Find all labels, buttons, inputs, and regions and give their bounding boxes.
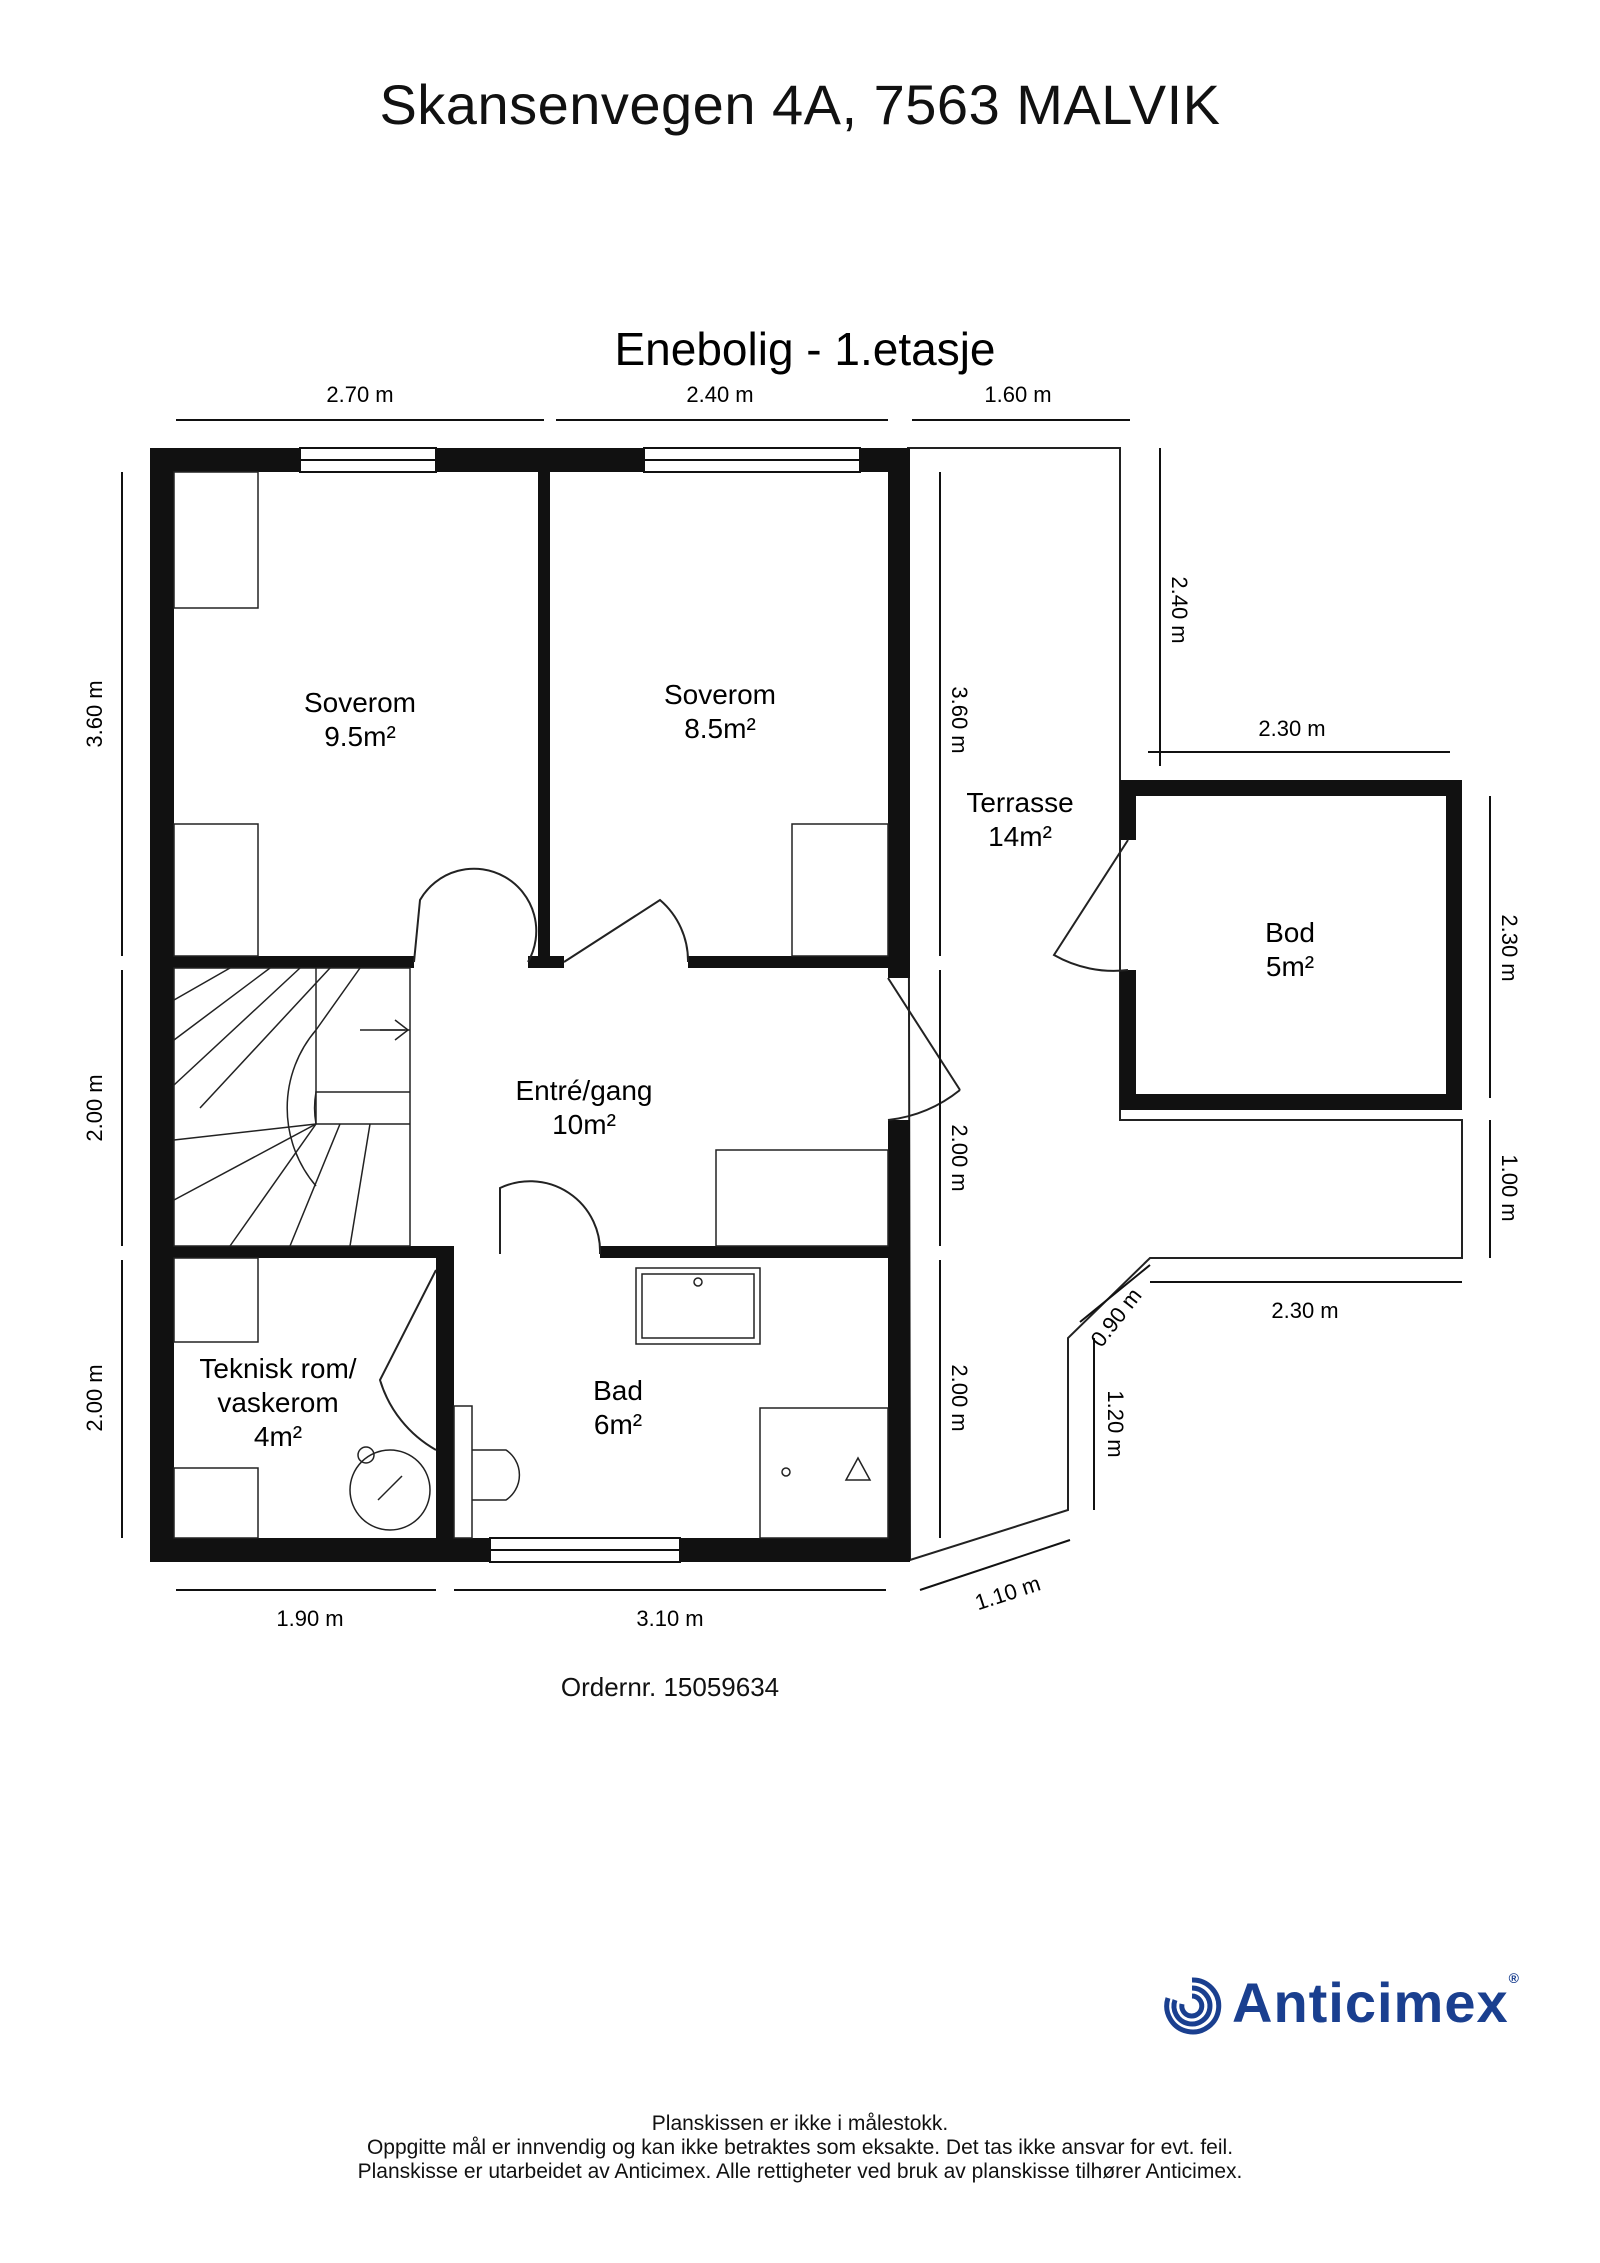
room-labels: Soverom 9.5m² Soverom 8.5m² Terrasse 14m… — [199, 679, 1314, 1452]
dim-label: 2.00 m — [82, 1364, 107, 1431]
brand-name: Anticimex — [1232, 1971, 1509, 2034]
dim-label: 2.30 m — [1497, 914, 1522, 981]
dim-label: 2.30 m — [1271, 1298, 1338, 1323]
anticimex-swirl-icon — [1164, 1977, 1222, 2035]
brand-reg: ® — [1508, 1970, 1520, 1986]
room-name: Terrasse — [966, 787, 1073, 818]
dim-label: 2.00 m — [947, 1124, 972, 1191]
dim-label: 2.00 m — [82, 1074, 107, 1141]
room-area: 14m² — [988, 821, 1052, 852]
furniture — [173, 471, 889, 1539]
disclaimer-footer: Planskissen er ikke i målestokk. Oppgitt… — [0, 2112, 1600, 2184]
footer-line: Planskisse er utarbeidet av Anticimex. A… — [357, 2160, 1243, 2183]
floor-title: Enebolig - 1.etasje — [614, 323, 995, 375]
room-name: Entré/gang — [516, 1075, 653, 1106]
room-area: 4m² — [254, 1421, 302, 1452]
room-area: 5m² — [1266, 951, 1314, 982]
dim-label: 3.60 m — [947, 686, 972, 753]
dim-label: 3.60 m — [82, 680, 107, 747]
doors — [378, 839, 1129, 1451]
dim-label: 2.30 m — [1258, 716, 1325, 741]
room-name: Soverom — [664, 679, 776, 710]
room-area: 6m² — [594, 1409, 642, 1440]
room-area: 9.5m² — [324, 721, 396, 752]
dim-label: 1.00 m — [1497, 1154, 1522, 1221]
room-area: 10m² — [552, 1109, 616, 1140]
dimension-lines — [121, 419, 1491, 1591]
stairs — [173, 967, 411, 1247]
dim-label: 2.40 m — [686, 382, 753, 407]
windows — [299, 447, 861, 1563]
room-name: Soverom — [304, 687, 416, 718]
room-area: 8.5m² — [684, 713, 756, 744]
order-number: Ordernr. 15059634 — [560, 1672, 780, 1702]
room-name: Teknisk rom/ — [199, 1353, 356, 1384]
dim-label: 1.60 m — [984, 382, 1051, 407]
footer-line: Oppgitte mål er innvendig og kan ikke be… — [366, 2136, 1234, 2159]
footer-line: Planskissen er ikke i målestokk. — [651, 2112, 949, 2135]
bod-walls — [1120, 780, 1462, 1110]
dim-label: 1.90 m — [276, 1606, 343, 1631]
dim-label: 2.70 m — [326, 382, 393, 407]
room-name-line2: vaskerom — [217, 1387, 338, 1418]
dim-label: 1.20 m — [1103, 1390, 1128, 1457]
dim-label: 1.10 m — [972, 1571, 1044, 1616]
room-name: Bad — [593, 1375, 643, 1406]
dim-label: 2.00 m — [947, 1364, 972, 1431]
room-name: Bod — [1265, 917, 1315, 948]
dim-label: 2.40 m — [1167, 576, 1192, 643]
dim-label: 3.10 m — [636, 1606, 703, 1631]
address-title: Skansenvegen 4A, 7563 MALVIK — [379, 73, 1221, 136]
